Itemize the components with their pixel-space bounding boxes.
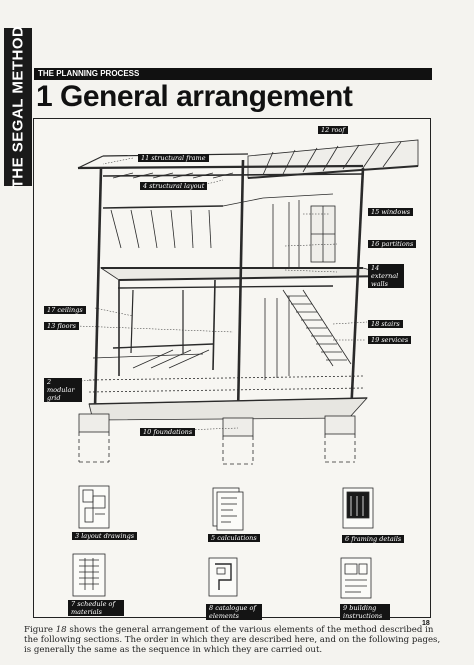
doc-building-instructions [340,557,372,599]
label-structural-layout: 4 structural layout [140,182,208,190]
caption-figure-word: Figure [24,625,56,635]
stairs [282,289,352,367]
upper-frame [77,153,364,249]
label-catalogue-elements: 8 catalogue of elements [206,604,262,620]
doc-schedule-materials [72,553,106,597]
label-services: 19 services [368,336,412,344]
caption: Figure 18 shows the general arrangement … [24,625,444,655]
walls [222,193,336,380]
caption-figure-ref: 18 [55,625,67,635]
label-external-walls: 14 external walls [368,264,404,288]
label-roof: 12 roof [318,126,348,134]
building-illustration [68,139,419,599]
doc-catalogue-elements [208,557,238,597]
label-structural-frame: 11 structural frame [138,154,209,162]
section-label: THE PLANNING PROCESS [38,69,140,78]
page-title: 1 General arrangement [36,80,353,113]
columns [93,159,365,415]
foundation-piers [78,413,356,465]
label-layout-drawings: 3 layout drawings [72,532,138,540]
doc-calculations [212,487,244,531]
label-schedule-materials: 7 schedule of materials [68,600,124,616]
caption-text: shows the general arrangement of the var… [24,625,441,655]
label-foundations: 10 foundations [140,428,196,436]
roof-plane [247,139,419,179]
label-floors: 13 floors [44,322,79,330]
ground-floor [88,343,368,421]
label-modular-grid: 2 modular grid [44,378,82,402]
side-tab-label: THE SEGAL METHOD [9,25,27,189]
label-building-instructions: 9 building instructions [340,604,390,620]
figure-number: 18 [422,620,430,627]
label-stairs: 18 stairs [368,320,403,328]
side-tab: THE SEGAL METHOD [4,25,32,189]
first-floor-deck [99,267,394,289]
label-windows: 15 windows [368,208,414,216]
doc-layout-drawings [78,485,110,529]
label-framing-details: 6 framing details [342,535,405,543]
section-bar: THE PLANNING PROCESS [34,68,432,80]
doc-framing-details [342,487,374,529]
leader-lines [68,157,368,431]
label-partitions: 16 partitions [368,240,417,248]
label-ceilings: 17 ceilings [44,306,86,314]
label-calculations: 5 calculations [208,534,260,542]
